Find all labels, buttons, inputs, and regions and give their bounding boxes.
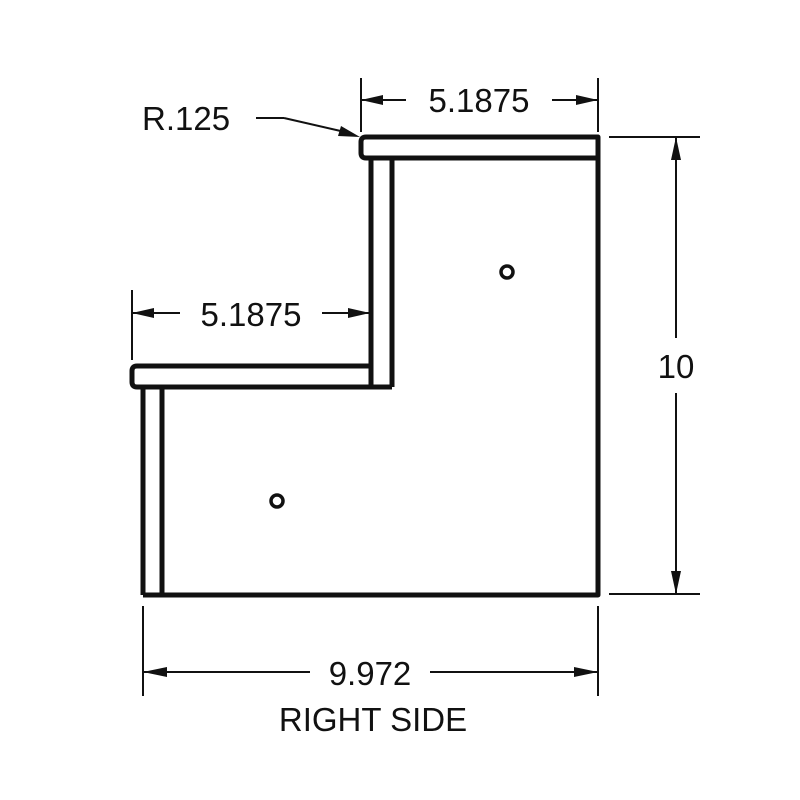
- view-title: RIGHT SIDE: [279, 701, 467, 738]
- lower-step-width-label: 5.1875: [201, 296, 302, 333]
- lower-riser: [140, 387, 165, 595]
- upper-riser: [368, 158, 395, 387]
- top-tread: [358, 134, 601, 161]
- dimension-radius: R.125: [142, 100, 360, 137]
- lower-hole-icon: [269, 493, 285, 509]
- dimension-overall-height: 10: [609, 136, 700, 595]
- dimension-overall-width: 9.972: [142, 606, 599, 696]
- step-stool-outline: [129, 134, 601, 598]
- dimension-lower-step: 5.1875: [131, 290, 370, 360]
- dimension-top-step: 5.1875: [360, 78, 599, 132]
- lower-tread: [129, 363, 392, 390]
- upper-hole-icon: [499, 264, 515, 280]
- corner-radius-label: R.125: [142, 100, 230, 137]
- overall-height-label: 10: [658, 348, 695, 385]
- top-step-width-label: 5.1875: [429, 82, 530, 119]
- overall-width-label: 9.972: [329, 655, 412, 692]
- side-panel-edge: [143, 158, 601, 598]
